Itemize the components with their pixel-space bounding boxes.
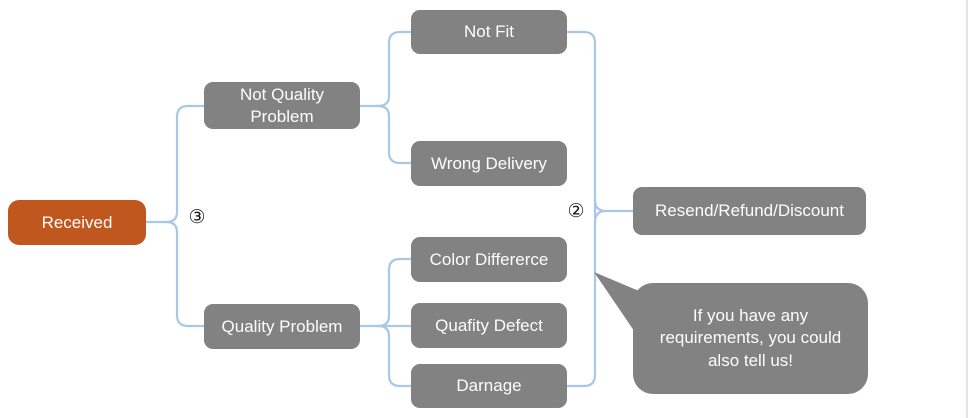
- node-damage: Darnage: [411, 364, 567, 408]
- edge-merge-point-upper: [593, 198, 608, 213]
- edge-merge-bracket: [566, 30, 597, 388]
- edge-qp-upper: [376, 257, 413, 328]
- node-resolution: Resend/Refund/Discount: [633, 187, 866, 235]
- marker-step3: ③: [188, 206, 206, 228]
- edge-nqp-upper: [376, 30, 413, 108]
- node-not-quality-problem: Not Quality Problem: [204, 82, 360, 129]
- edge-received-lower: [164, 220, 206, 328]
- edge-nqp-lower: [376, 104, 413, 165]
- node-quality-defect: Quafity Defect: [411, 303, 567, 348]
- edge-qp-lower: [376, 324, 413, 388]
- node-color-difference: Color Differerce: [411, 237, 567, 282]
- node-quality-problem: Quality Problem: [204, 304, 360, 349]
- node-not-fit: Not Fit: [411, 10, 567, 54]
- edge-merge-point-lower: [593, 209, 608, 224]
- callout-bubble: If you have any requirements, you could …: [633, 283, 868, 394]
- edge-received-upper: [164, 104, 206, 224]
- node-received: Received: [8, 200, 146, 245]
- marker-step2: ②: [567, 200, 585, 222]
- node-wrong-delivery: Wrong Delivery: [411, 141, 567, 186]
